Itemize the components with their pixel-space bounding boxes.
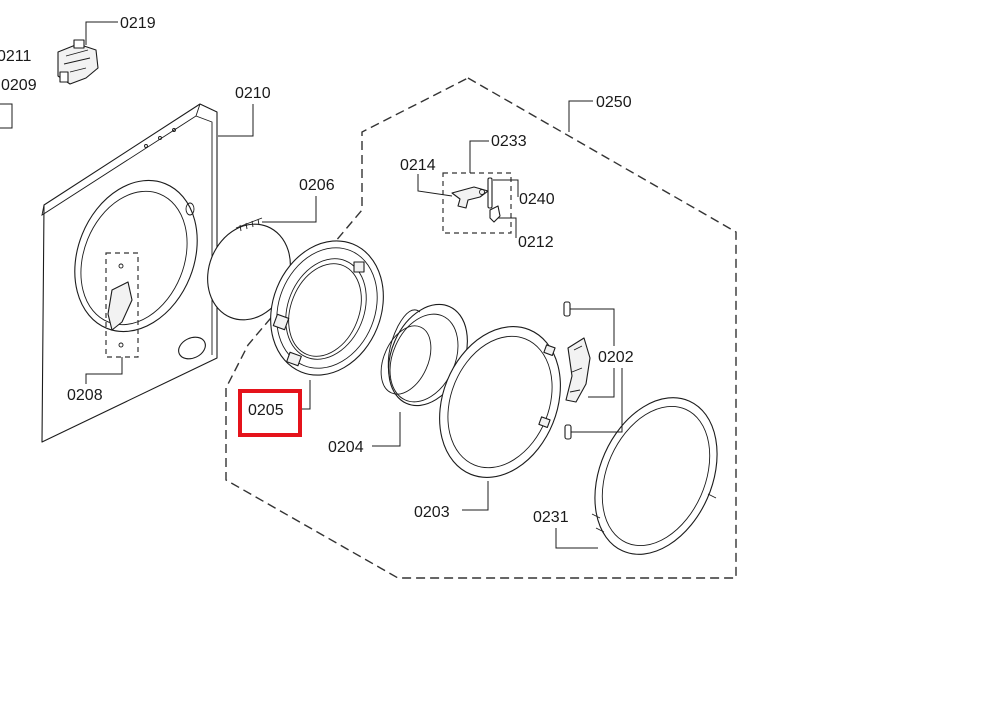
handle-bracket-dashed-box [105,252,139,358]
label-0250: 0250 [596,94,632,111]
door-outer-frame-part [439,326,561,478]
label-0203: 0203 [414,504,450,521]
door-lock-switch-part [57,39,99,85]
label-0212: 0212 [518,234,554,251]
label-0240: 0240 [519,191,555,208]
leader-lines [0,21,623,549]
door-trim-ring-part [591,397,718,555]
label-0209: 0209 [1,77,37,94]
front-panel-part [41,103,218,443]
label-0211: 0211 [0,48,32,65]
label-0219: 0219 [120,15,156,32]
door-hinge-part [563,301,591,440]
door-latch-part [451,186,489,209]
door-assembly-dashed-outline [225,77,737,579]
label-0206: 0206 [299,177,335,194]
highlight-box-0205[interactable] [238,389,302,437]
latch-spring-part [489,205,501,223]
label-0233: 0233 [491,133,527,150]
label-0202: 0202 [598,349,634,366]
label-0205: 0205 [248,402,284,419]
latch-pin-part [487,177,493,209]
label-0231: 0231 [533,509,569,526]
latch-parts-dashed-box [442,172,512,234]
door-inner-frame-part [270,240,384,376]
label-0208: 0208 [67,387,103,404]
label-0214: 0214 [400,157,436,174]
label-0204: 0204 [328,439,364,456]
label-0210: 0210 [235,85,271,102]
